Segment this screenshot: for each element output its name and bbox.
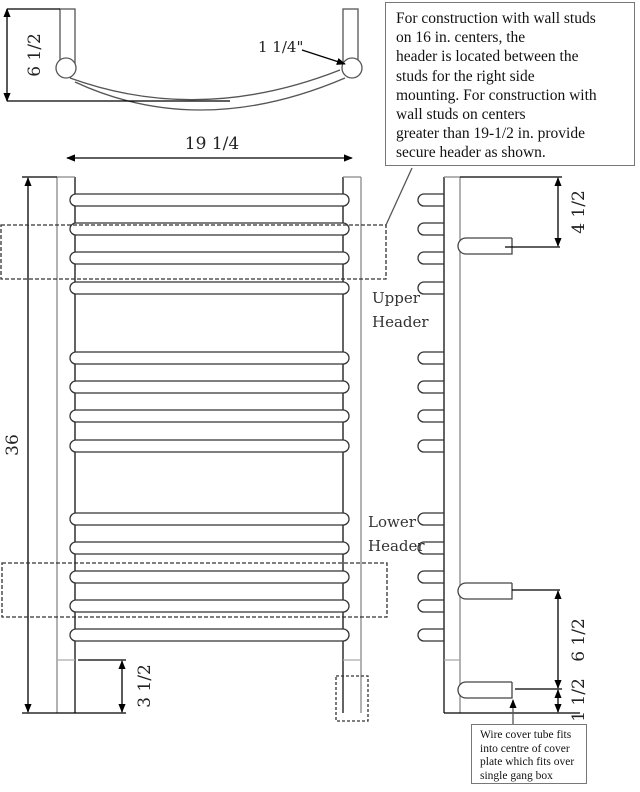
bar-end-peg xyxy=(417,281,444,295)
wire-note-line: into centre of cover xyxy=(480,742,570,755)
note-line: studs for the right side xyxy=(396,67,535,85)
note-leader xyxy=(385,167,413,226)
towel-bar xyxy=(69,512,350,526)
bar-end-peg xyxy=(417,628,444,642)
side-bottom-label: 1 1/2 xyxy=(569,678,589,722)
towel-bar xyxy=(69,409,350,423)
upper-header-label-2: Header xyxy=(372,313,429,331)
right-post-circle xyxy=(341,57,363,79)
bar-end-peg xyxy=(417,222,444,236)
bar-end-peg xyxy=(417,193,444,207)
note-line: header is located between the xyxy=(396,48,579,66)
depth-label: 6 1/2 xyxy=(25,33,45,77)
upper-header-zone xyxy=(0,224,387,280)
towel-bar xyxy=(69,570,350,584)
towel-bar xyxy=(69,351,350,365)
towel-bar xyxy=(69,251,350,265)
note-line: wall studs on centers xyxy=(396,106,526,124)
towel-bar xyxy=(69,281,350,295)
side-view xyxy=(417,176,580,724)
lower-header-label: Lower xyxy=(368,513,417,531)
wire-note-line: plate which fits over xyxy=(480,756,575,769)
height-label: 36 xyxy=(3,434,23,456)
bar-end-peg xyxy=(417,409,444,423)
note-line: For construction with wall studs xyxy=(396,10,596,27)
bar-end-peg xyxy=(417,380,444,394)
note-line: mounting. For construction with xyxy=(396,86,597,104)
upper-header-label: Upper xyxy=(372,289,421,307)
cover-plate-zone xyxy=(335,675,369,722)
upper-bracket xyxy=(457,237,513,255)
wire-note-line: single gang box xyxy=(480,769,553,782)
tube-arrow xyxy=(301,49,346,65)
curved-bar-inner xyxy=(74,77,346,111)
top-view xyxy=(3,8,363,111)
note-line: greater than 19-1/2 in. provide xyxy=(396,125,585,143)
width-label: 19 1/4 xyxy=(185,134,239,154)
lower-bracket xyxy=(457,582,513,600)
towel-bar xyxy=(69,380,350,394)
wire-cover-tube xyxy=(457,681,513,699)
left-post-circle xyxy=(55,57,77,79)
bar-end-peg xyxy=(417,512,444,526)
bar-end-peg xyxy=(417,541,444,555)
bar-end-peg xyxy=(417,251,444,265)
bottom-label: 3 1/2 xyxy=(135,664,155,708)
curved-bar-outer xyxy=(69,69,341,101)
wire-note-line: Wire cover tube fits xyxy=(480,729,572,741)
wire-cover-note: Wire cover tube fits into centre of cove… xyxy=(471,724,587,784)
towel-bar xyxy=(69,222,350,236)
towel-bar xyxy=(69,439,350,453)
bar-end-peg xyxy=(417,351,444,365)
construction-note: For construction with wall studs on 16 i… xyxy=(385,2,635,166)
lower-header-zone xyxy=(1,562,388,618)
towel-bar xyxy=(69,541,350,555)
tube-label: 1 1/4" xyxy=(258,38,303,56)
front-view xyxy=(0,154,413,722)
note-line: secure header as shown. xyxy=(396,144,546,162)
towel-bar xyxy=(69,599,350,613)
towel-bar xyxy=(69,628,350,642)
lower-header-label-2: Header xyxy=(368,537,425,555)
side-top-label: 4 1/2 xyxy=(569,190,589,234)
bar-end-peg xyxy=(417,439,444,453)
towel-bar xyxy=(69,193,350,207)
side-mid-label: 6 1/2 xyxy=(569,618,589,662)
bar-end-peg xyxy=(417,570,444,584)
bar-end-peg xyxy=(417,599,444,613)
note-line: on 16 in. centers, the xyxy=(396,29,526,47)
